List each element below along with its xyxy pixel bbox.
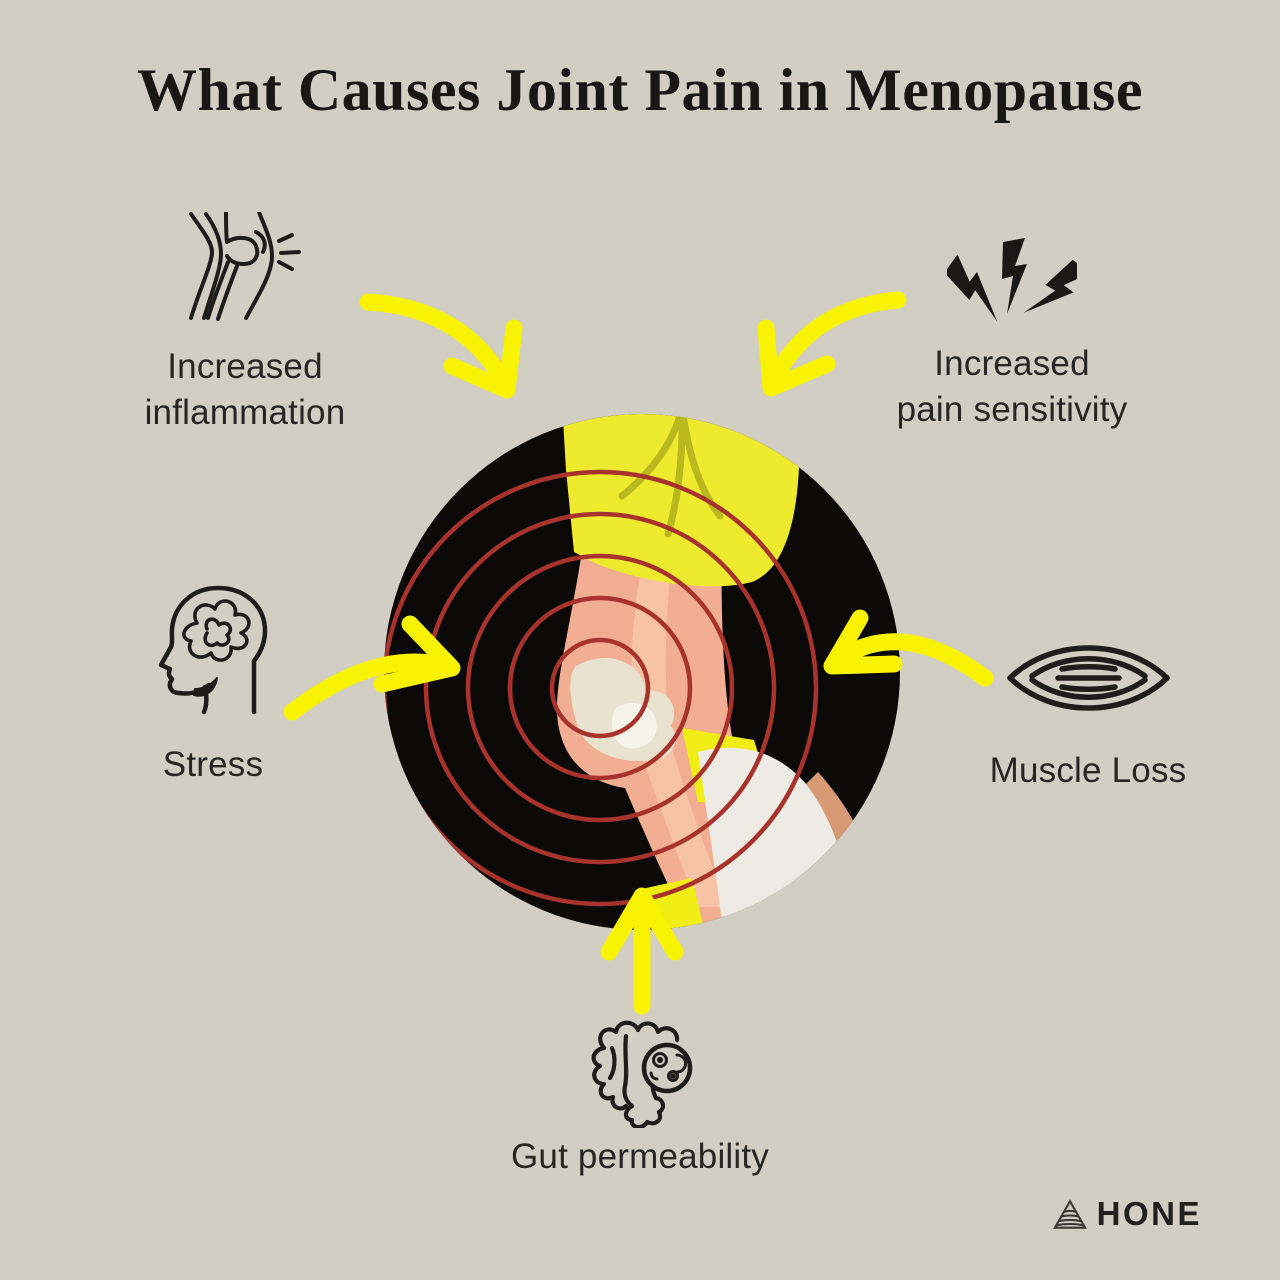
cause-stress: Stress	[63, 585, 363, 788]
stressed-head-icon	[158, 585, 268, 715]
knee-pain-illustration	[384, 414, 900, 930]
cause-gut-permeability: Gut permeability	[440, 1014, 840, 1180]
hone-logo: HONE	[1052, 1195, 1202, 1232]
cause-increased-pain-sensitivity: Increased pain sensitivity	[858, 224, 1166, 432]
knee-bone-highlight	[612, 703, 657, 749]
hone-triangle-icon	[1052, 1198, 1087, 1229]
page-title: What Causes Joint Pain in Menopause	[137, 57, 1143, 123]
cause-label-stress: Stress	[162, 745, 264, 784]
muscle-fiber-icon	[1006, 645, 1170, 711]
cause-increased-inflammation: Increased inflammation	[75, 212, 415, 435]
logo-text: HONE	[1096, 1195, 1202, 1232]
cause-label-muscle-loss: Muscle Loss	[989, 751, 1187, 790]
cause-label-inflammation: Increased inflammation	[144, 347, 346, 432]
pain-rings	[384, 469, 819, 907]
cause-label-gut-permeability: Gut permeability	[510, 1137, 770, 1176]
cause-muscle-loss: Muscle Loss	[928, 634, 1248, 794]
cause-label-pain-sensitivity: Increased pain sensitivity	[896, 344, 1128, 429]
gut-intestine-icon	[591, 1020, 693, 1128]
leg-highlight	[631, 560, 728, 907]
knee-joint-icon	[189, 212, 301, 321]
shorts	[562, 414, 802, 587]
lightning-bolts-icon	[947, 238, 1077, 322]
